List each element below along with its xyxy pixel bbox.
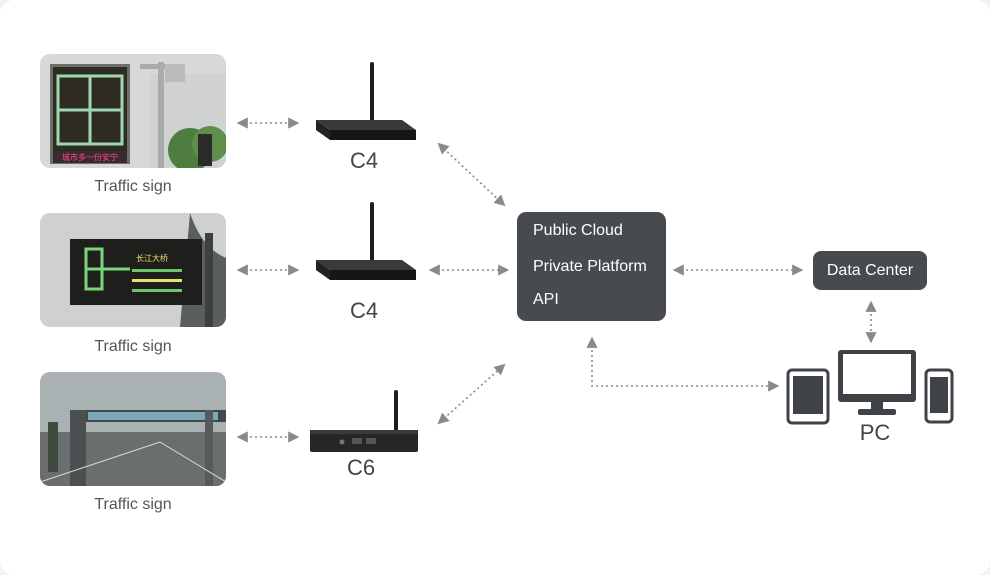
photo-sign-text-2: 长江大桥 bbox=[136, 253, 168, 263]
pc-label: PC bbox=[859, 420, 891, 445]
tablet-icon bbox=[786, 368, 830, 425]
c6-controller bbox=[306, 388, 422, 463]
data-center-box: Data Center bbox=[813, 251, 927, 290]
arrow-cloud-pc bbox=[586, 336, 780, 392]
caption-traffic-sign-3: Traffic sign bbox=[94, 496, 172, 513]
arrow-c4-cloud-1 bbox=[437, 142, 506, 207]
caption-traffic-sign-2: Traffic sign bbox=[94, 338, 172, 355]
cloud-private-label: Private Platform bbox=[533, 258, 647, 275]
arrow-c6-cloud bbox=[437, 363, 506, 425]
cloud-platform-box: Public Cloud Private Platform API bbox=[517, 212, 666, 321]
monitor-icon bbox=[838, 350, 916, 415]
c4-controller-1 bbox=[312, 58, 422, 153]
caption-traffic-sign-1: Traffic sign bbox=[94, 178, 172, 195]
photo-sign-text-1: 城市多一份安宁 bbox=[62, 152, 118, 162]
traffic-sign-photo-1: 城市多一份安宁 bbox=[40, 54, 226, 168]
cloud-public-label: Public Cloud bbox=[533, 222, 623, 239]
cloud-api-label: API bbox=[533, 291, 559, 308]
phone-icon bbox=[924, 368, 954, 424]
traffic-sign-photo-2: 长江大桥 bbox=[40, 213, 226, 327]
device-label-1: C4 bbox=[349, 148, 379, 173]
device-label-3: C6 bbox=[346, 455, 376, 480]
c4-controller-2 bbox=[312, 198, 422, 293]
device-label-2: C4 bbox=[349, 298, 379, 323]
pc-devices bbox=[786, 348, 956, 433]
traffic-sign-photo-3 bbox=[40, 372, 226, 486]
